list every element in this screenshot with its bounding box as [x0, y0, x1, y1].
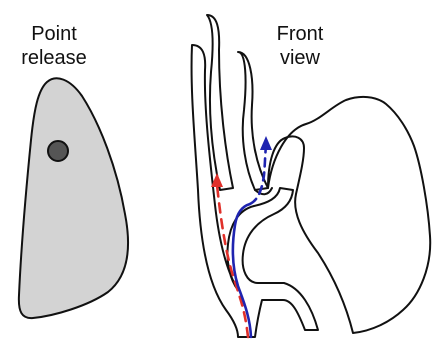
flower-column: [238, 52, 268, 190]
blue-pollinator-path-dashed: [250, 146, 266, 204]
flower-outline: [192, 15, 431, 337]
blue-arrowhead: [260, 136, 272, 150]
blue-pollinator-path-solid: [233, 204, 251, 337]
leaf-shape: [19, 78, 128, 318]
flower-lip: [268, 97, 430, 333]
release-point-marker: [48, 141, 68, 161]
